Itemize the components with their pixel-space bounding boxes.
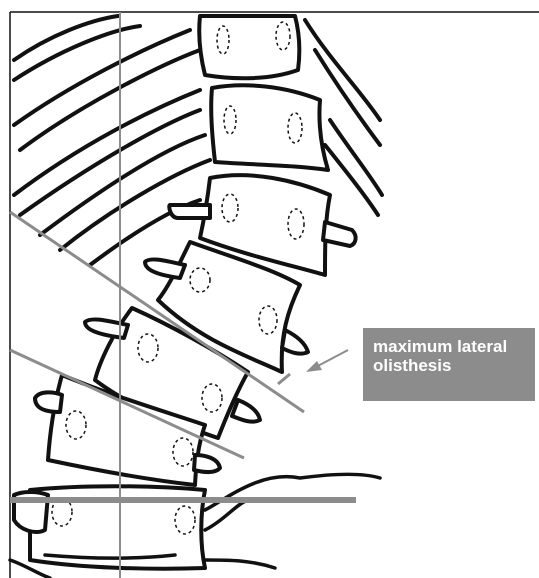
callout-line-1: maximum lateral bbox=[373, 337, 527, 356]
ribs bbox=[14, 16, 210, 265]
olisthesis-callout: maximum lateral olisthesis bbox=[363, 328, 535, 401]
arrow-icon bbox=[306, 350, 348, 372]
callout-line-2: olisthesis bbox=[373, 356, 527, 375]
olisthesis-marker bbox=[278, 374, 290, 384]
